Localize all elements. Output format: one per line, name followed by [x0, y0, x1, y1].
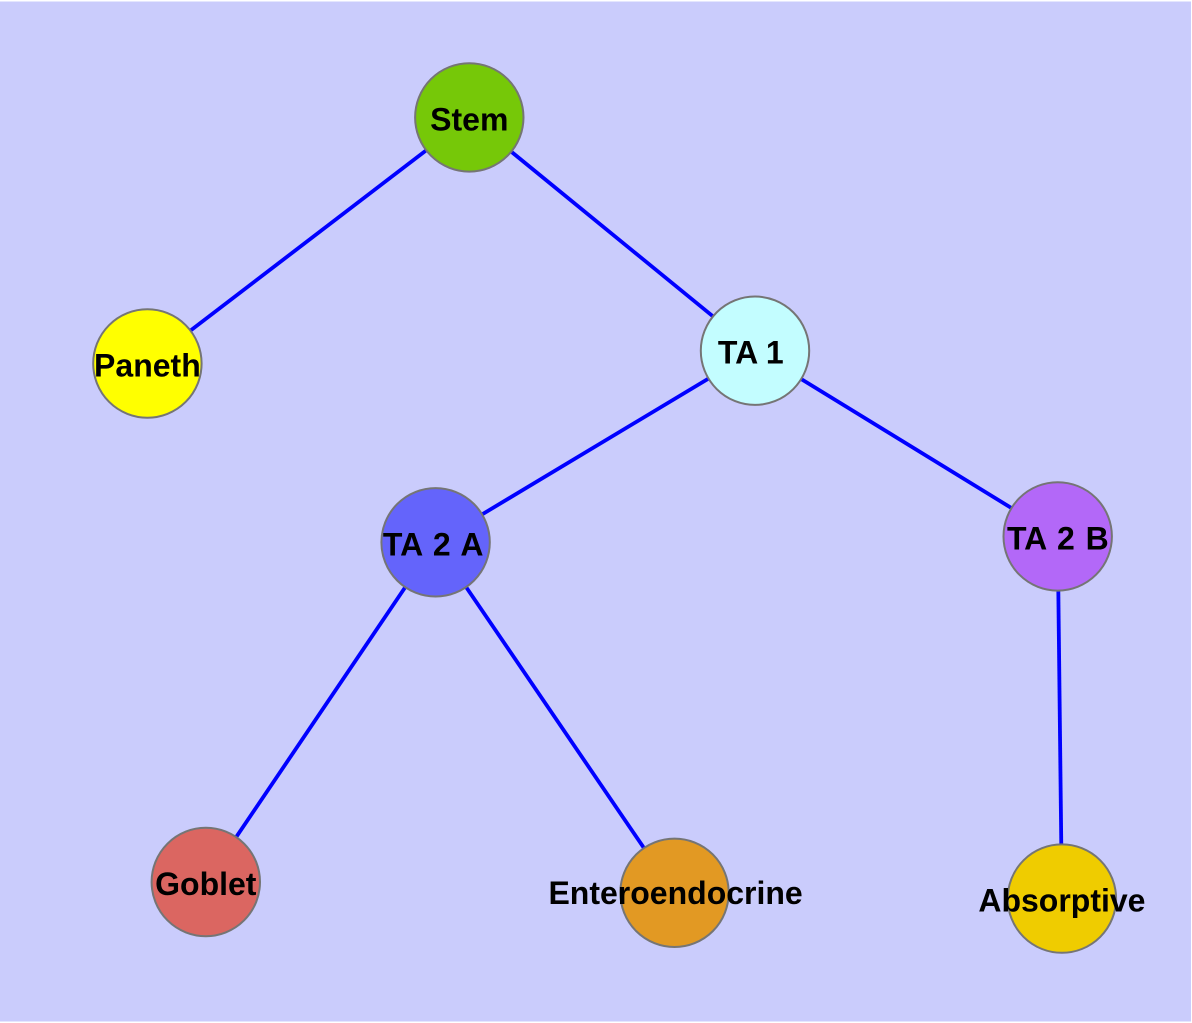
svg-text:TA 2 A: TA 2 A	[383, 526, 484, 562]
svg-text:Stem: Stem	[430, 101, 508, 137]
svg-text:Absorptive: Absorptive	[978, 883, 1145, 919]
svg-text:Enteroendocrine: Enteroendocrine	[548, 875, 802, 911]
svg-text:TA 1: TA 1	[718, 335, 784, 371]
svg-text:Goblet: Goblet	[155, 866, 257, 902]
svg-text:TA 2 B: TA 2 B	[1007, 520, 1109, 556]
svg-text:Paneth: Paneth	[94, 348, 201, 384]
